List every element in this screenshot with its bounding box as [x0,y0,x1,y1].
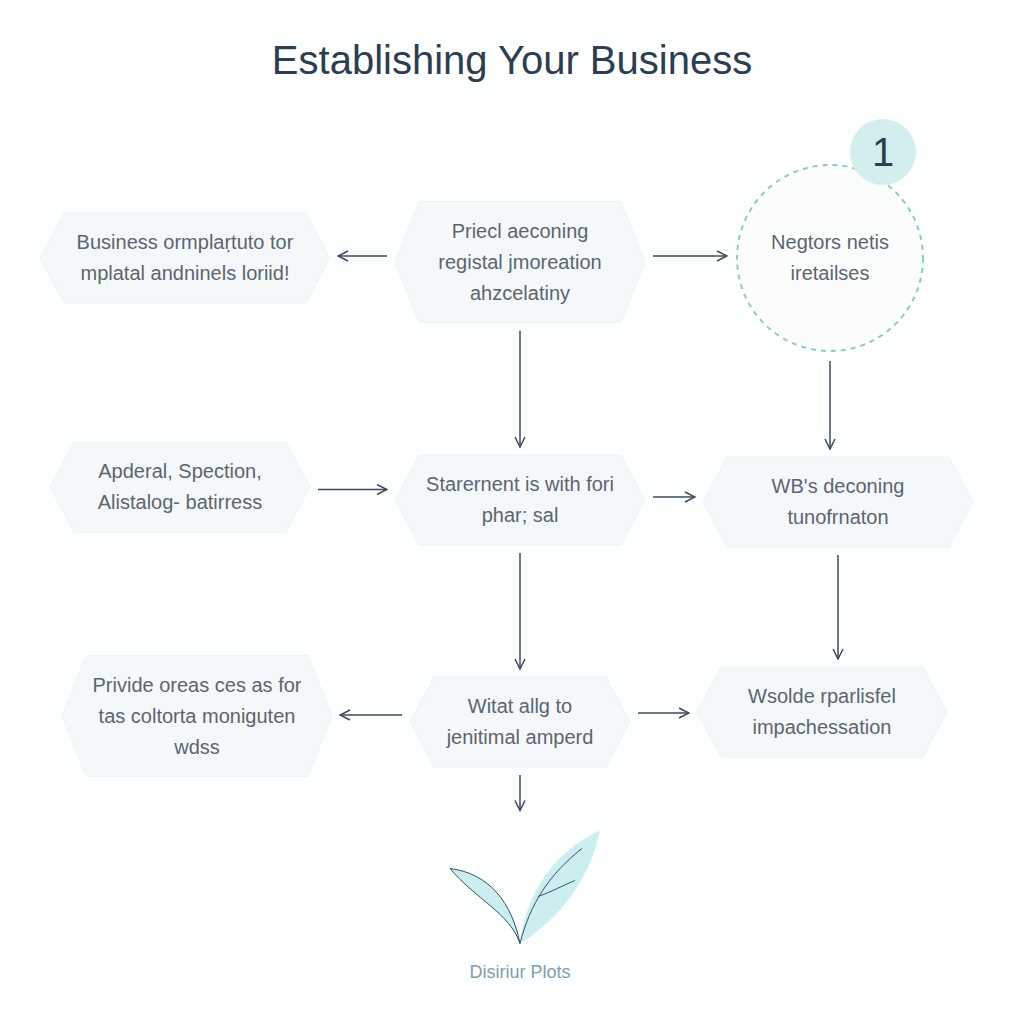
process-box: Priecl aeconing registal jmoreation ahzc… [395,202,645,323]
node-shape [410,677,630,767]
process-box: Witat allg to jenitimal amperd [410,677,630,767]
node-text: Priecl aeconing registal jmoreation ahzc… [417,216,623,309]
arrow-connector [653,255,727,257]
hex-outline [395,455,645,545]
hex-outline [703,457,973,547]
node-shape [62,656,332,777]
process-box: Business ormplaṛtuto tor mplatal andnin… [40,213,330,303]
arrow-connector [653,496,695,498]
node-shape [50,442,310,532]
process-box: Apderal, Spection, Alistalog- batirress [50,442,310,532]
arrow-connector [829,361,831,449]
node-text: Privide oreas ces as for tas coltorta mo… [84,670,310,763]
node-shape [395,202,645,323]
arrow-connector [519,775,521,811]
arrow-connector [338,255,387,257]
hex-outline [40,213,330,303]
hex-outline [697,667,947,757]
node-text: Business ormplaṛtuto tor mplatal andnin… [62,227,308,289]
node-shape [703,457,973,547]
node-text: Witat allg to jenitimal amperd [432,691,608,753]
circle-node: Negtors netis iretailses [735,163,925,353]
arrow-connector [340,714,402,716]
leaf-node: Disiriur Plots [420,819,620,992]
circle-outline [735,163,925,353]
node-text: WB's deconing tunofrnaton [725,471,951,533]
node-shape [40,213,330,303]
arrow-connector [318,489,387,491]
node-shape [450,831,600,944]
node-text: Starernent is with fori phar; sal [417,469,623,531]
process-box: Privide oreas ces as for tas coltorta mo… [62,656,332,777]
arrow-connector [638,712,689,714]
process-box: Wsolde rparlisfel impachessation [697,667,947,757]
hex-outline [410,677,630,767]
arrow-connector [519,331,521,448]
arrow-connector [837,555,839,659]
node-text: Wsolde rparlisfel impachessation [719,681,925,743]
process-box: Starernent is with fori phar; sal [395,455,645,545]
callout-number: 1 [850,119,916,185]
hex-outline [50,442,310,532]
node-shape [737,165,923,351]
node-text: Apderal, Spection, Alistalog- batirress [72,456,288,518]
process-box: WB's deconing tunofrnaton [703,457,973,547]
arrow-connector [519,553,521,669]
node-text: Negtors netis iretailses [765,227,895,289]
node-shape [697,667,947,757]
diagram-title: Establishing Your Business [0,38,1024,83]
node-text: Disiriur Plots [426,957,614,988]
node-shape [395,455,645,545]
